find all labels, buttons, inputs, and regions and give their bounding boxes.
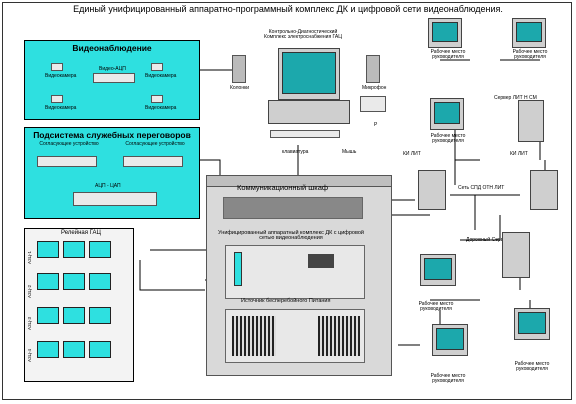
- printer-label: Р: [374, 122, 378, 128]
- relay-unit: [63, 241, 85, 258]
- relay-unit: [37, 273, 59, 290]
- workstation-4-label: Рабочее место руководителя: [418, 301, 454, 312]
- workstation-5-label: Рабочее место руководителя: [514, 361, 550, 372]
- system-unit-icon: [268, 100, 350, 124]
- workstation-3-label: Рабочее место руководителя: [430, 133, 466, 144]
- relay-unit: [89, 273, 111, 290]
- monitor-icon: [278, 48, 340, 100]
- ki-right-server: [530, 170, 558, 210]
- ups-unit: [225, 309, 365, 363]
- server-top: [518, 100, 544, 142]
- video-adc-hub: [93, 73, 135, 83]
- camera-4-label: Видеокамера: [145, 105, 177, 111]
- workstation-6-monitor: [432, 324, 468, 356]
- keyboard-icon: [270, 130, 340, 138]
- adc-dac-device: [73, 192, 157, 206]
- relay-unit: [37, 241, 59, 258]
- control-complex-title: Контрольно-Диагностический Комплекс элек…: [264, 29, 342, 40]
- keyboard-label: клавиатура: [282, 149, 309, 155]
- relay-gats-panel: Релейная ГАЦ АЗЦ-1 АЗЦ-2 АЗЦ-3 АЗЦ-4: [24, 228, 134, 382]
- relay-unit: [89, 341, 111, 358]
- negotiation-panel-title: Подсистема служебных переговоров: [33, 130, 191, 140]
- camera-2-label: Видеокамера: [145, 73, 177, 79]
- ki-left-label: КИ ЛИТ: [403, 151, 421, 157]
- matching-device-1: [37, 156, 97, 167]
- workstation-5-monitor: [514, 308, 550, 340]
- relay-panel-title: Релейная ГАЦ: [61, 230, 101, 236]
- road-server-label: Дорожный Сервер ЛИТ: [466, 237, 521, 243]
- mouse-label: Мышь: [342, 149, 357, 155]
- ups-grille-right: [318, 316, 360, 356]
- video-panel-title: Видеонаблюдение: [72, 43, 152, 53]
- negotiation-subsystem-panel: Подсистема служебных переговоров Согласу…: [24, 127, 200, 219]
- relay-row-1-label: АЗЦ-1: [27, 251, 32, 264]
- relay-unit: [63, 341, 85, 358]
- matching-device-2-label: Согласующее устройство: [125, 141, 185, 147]
- speaker-right-icon: [366, 55, 380, 83]
- matching-device-1-label: Согласующее устройство: [39, 141, 99, 147]
- adc-dac-label: АЦП - ЦАП: [95, 183, 121, 189]
- server-top-label: Сервер ЛИТ Н СМ: [494, 95, 537, 101]
- relay-unit: [63, 307, 85, 324]
- ki-left-server: [418, 170, 446, 210]
- camera-3-label: Видеокамера: [45, 105, 77, 111]
- matching-device-2: [123, 156, 183, 167]
- relay-unit: [37, 307, 59, 324]
- workstation-1-label: Рабочее место руководителя: [430, 49, 466, 60]
- relay-unit: [89, 307, 111, 324]
- workstation-2-monitor: [512, 18, 546, 48]
- workstation-4-monitor: [420, 254, 456, 286]
- page-title: Единый унифицированный аппаратно-програм…: [73, 4, 503, 14]
- microphone-label: Микрофон: [362, 85, 387, 91]
- video-adc-label: Видео-АЦП: [99, 66, 126, 72]
- speaker-icon: [232, 55, 246, 83]
- workstation-2-label: Рабочее место руководителя: [512, 49, 548, 60]
- video-surveillance-panel: Видеонаблюдение Видеокамера Видеокамера …: [24, 40, 200, 120]
- speaker-label: Колонки: [230, 85, 250, 91]
- workstation-1-monitor: [428, 18, 462, 48]
- network-switch: [223, 197, 363, 219]
- printer-icon: [360, 96, 386, 112]
- ups-grille-left: [232, 316, 276, 356]
- workstation-3-monitor: [430, 98, 464, 130]
- ups-title: Источник бесперебойного Питания: [241, 298, 331, 304]
- sdth-network-label: Сеть СПД ОТН ЛИТ: [458, 185, 505, 191]
- unified-complex-unit: [225, 245, 365, 299]
- camera-4-icon: [151, 95, 163, 103]
- relay-unit: [63, 273, 85, 290]
- communication-cabinet: Коммуникационный шкаф Унифицированный ап…: [206, 183, 392, 376]
- relay-row-4-label: АЗЦ-4: [27, 349, 32, 362]
- camera-2-icon: [151, 63, 163, 71]
- ki-right-label: КИ ЛИТ: [510, 151, 528, 157]
- relay-row-3-label: АЗЦ-3: [27, 317, 32, 330]
- camera-3-icon: [51, 95, 63, 103]
- relay-row-2-label: АЗЦ-2: [27, 285, 32, 298]
- road-server: [502, 232, 530, 278]
- cabinet-title: Коммуникационный шкаф: [237, 183, 329, 192]
- unified-complex-title: Унифицированный аппаратный комплекс ДК с…: [218, 230, 364, 241]
- camera-1-icon: [51, 63, 63, 71]
- outer-frame: [2, 2, 572, 400]
- drive-bay: [308, 254, 334, 268]
- workstation-6-label: Рабочее место руководителя: [430, 373, 466, 384]
- camera-1-label: Видеокамера: [45, 73, 77, 79]
- indicator-panel: [234, 252, 242, 286]
- relay-unit: [37, 341, 59, 358]
- relay-unit: [89, 241, 111, 258]
